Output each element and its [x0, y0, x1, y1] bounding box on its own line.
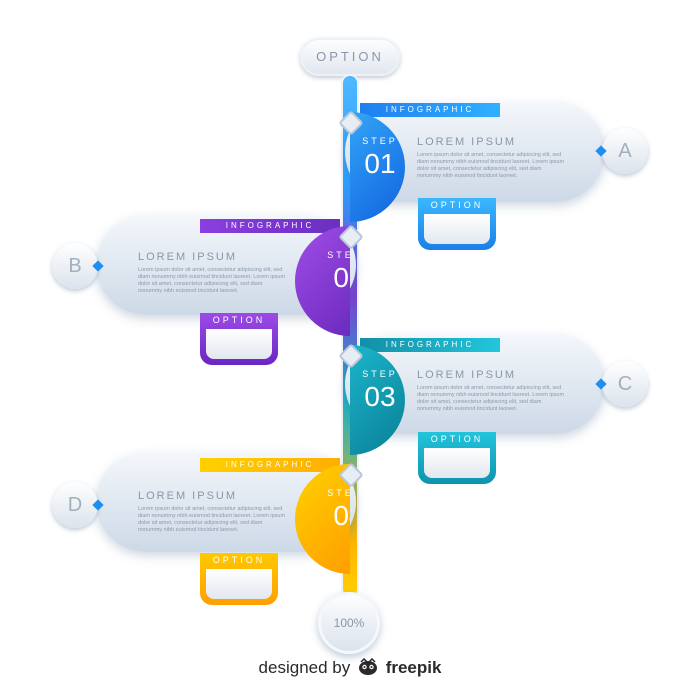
step-3-option-label: OPTION [430, 434, 484, 444]
step-3-body: Lorem ipsum dolor sit amet, consectetur … [417, 385, 565, 412]
freepik-logo-icon [358, 657, 377, 675]
step-4-option-label: OPTION [212, 555, 266, 565]
step-4-tab: INFOGRAPHIC [200, 458, 340, 472]
step-2-step-label: STEP [327, 250, 363, 260]
step-2-tab: INFOGRAPHIC [200, 219, 340, 233]
step-3-option-field [424, 448, 490, 478]
step-3-title: LOREM IPSUM [417, 369, 517, 381]
step-1-letter-circle: A [602, 128, 648, 174]
step-1-option-label: OPTION [430, 200, 484, 210]
step-4-step-label: STEP [327, 488, 363, 498]
step-3-tab: INFOGRAPHIC [360, 338, 500, 352]
top-option-pill: OPTION [300, 38, 400, 76]
footer-brand: freepik [385, 658, 442, 677]
step-2-title: LOREM IPSUM [138, 251, 238, 263]
step-1-number: 01 [364, 148, 396, 179]
step-2-number: 02 [333, 262, 365, 293]
step-4-letter-circle: D [52, 482, 98, 528]
step-2-option-field [206, 329, 272, 359]
step-2-option-label: OPTION [212, 315, 266, 325]
footer-attribution: designed by freepik [0, 657, 700, 678]
step-2-body: Lorem ipsum dolor sit amet, consectetur … [138, 267, 286, 294]
step-1-option-field [424, 214, 490, 244]
step-4-option-box: OPTION [200, 553, 278, 605]
step-3-letter-circle: C [602, 361, 648, 407]
step-2-letter-circle: B [52, 243, 98, 289]
step-1-tab: INFOGRAPHIC [360, 103, 500, 117]
step-1-step-label: STEP [362, 136, 398, 146]
step-4-option-field [206, 569, 272, 599]
step-1-body: Lorem ipsum dolor sit amet, consectetur … [417, 152, 565, 179]
step-3-option-box: OPTION [418, 432, 496, 484]
step-1-title: LOREM IPSUM [417, 136, 517, 148]
step-3-number: 03 [364, 381, 396, 412]
step-4-number: 04 [333, 500, 365, 531]
footer-prefix: designed by [258, 658, 351, 677]
step-4-title: LOREM IPSUM [138, 490, 238, 502]
step-2-option-box: OPTION [200, 313, 278, 365]
step-1-option-box: OPTION [418, 198, 496, 250]
step-4-body: Lorem ipsum dolor sit amet, consectetur … [138, 506, 286, 533]
step-3-step-label: STEP [362, 369, 398, 379]
end-percentage-circle: 100% [318, 592, 380, 654]
